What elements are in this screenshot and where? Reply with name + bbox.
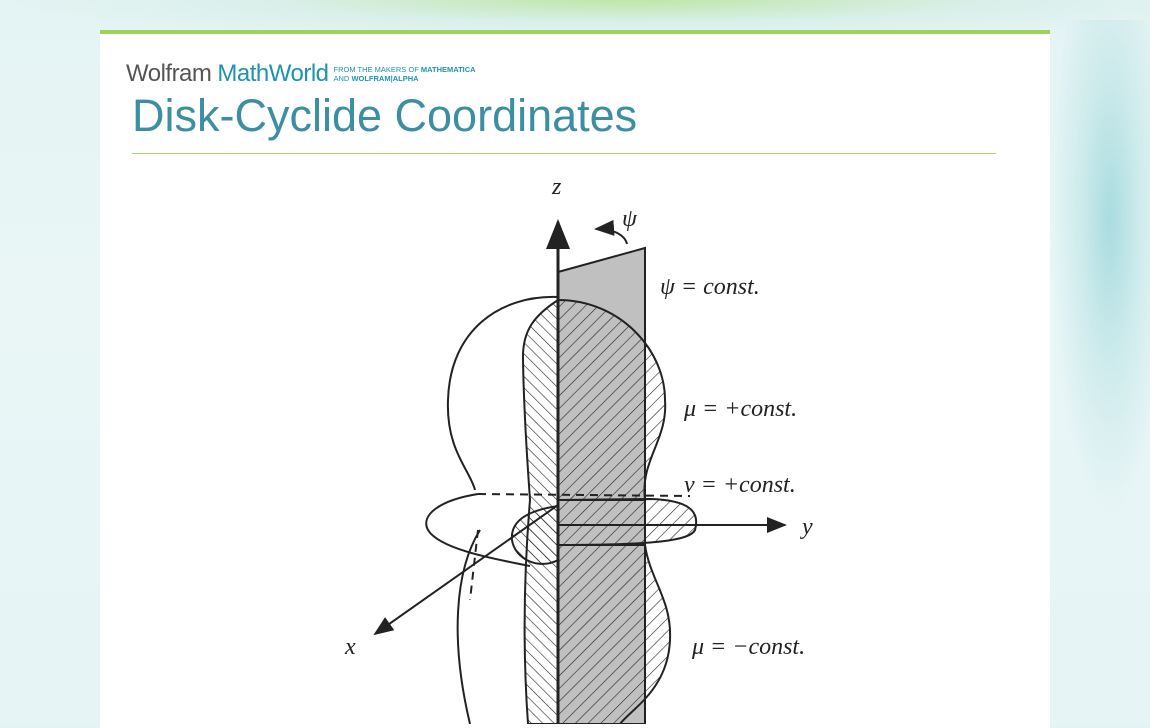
nu-plus-label: ν = +const. xyxy=(684,472,796,498)
mu-minus-label: μ = −const. xyxy=(691,634,805,660)
tagline-text: FROM THE MAKERS OF xyxy=(333,65,419,74)
title-divider xyxy=(132,153,996,154)
z-axis-label: z xyxy=(551,174,562,200)
tagline-mathematica: MATHEMATICA xyxy=(420,65,476,74)
tagline-wolframalpha: WOLFRAM|ALPHA xyxy=(351,74,419,83)
psi-label: ψ xyxy=(622,206,638,232)
logo-tagline: FROM THE MAKERS OF MATHEMATICA AND WOLFR… xyxy=(334,65,476,83)
tagline-text: AND xyxy=(333,74,350,83)
psi-const-label: ψ = const. xyxy=(660,274,760,300)
logo-mathworld: MathWorld xyxy=(217,60,329,87)
mathworld-logo[interactable]: Wolfram MathWorld FROM THE MAKERS OF MAT… xyxy=(126,60,476,88)
x-axis-label: x xyxy=(344,634,356,660)
x-axis xyxy=(373,504,559,636)
psi-rotation-arrow xyxy=(594,219,628,245)
mu-minus-right-region xyxy=(557,544,672,724)
mu-plus-label: μ = +const. xyxy=(683,396,797,422)
page-title: Disk-Cyclide Coordinates xyxy=(132,90,638,141)
torus-outer xyxy=(425,493,531,567)
mu-plus-right-region xyxy=(557,298,667,501)
y-axis-label: y xyxy=(800,514,813,540)
background-cyclide-decoration xyxy=(1050,20,1150,520)
logo-wolfram: Wolfram xyxy=(126,60,212,87)
outer-lobe-outline xyxy=(446,295,559,724)
nu-plus-disk xyxy=(557,497,698,547)
nu-plus-disk-left xyxy=(510,504,559,565)
